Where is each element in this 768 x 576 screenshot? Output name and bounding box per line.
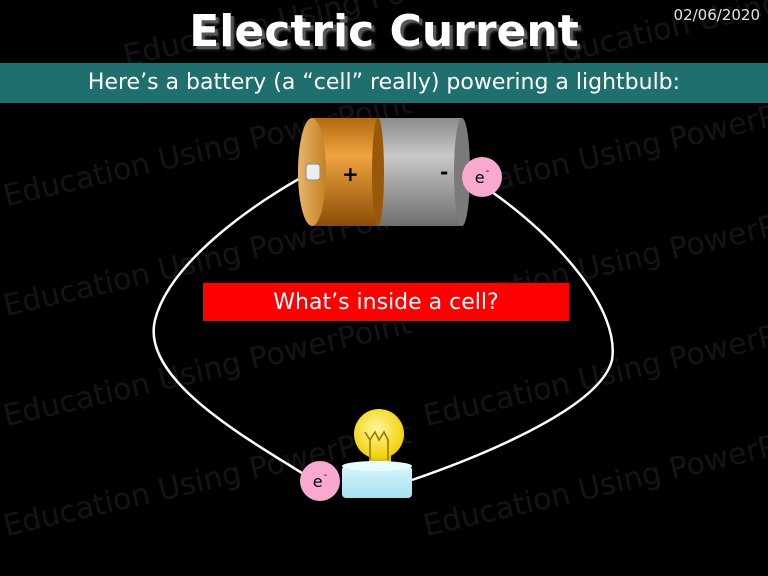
cell-minus-label: - xyxy=(440,160,449,184)
electron: e- xyxy=(300,461,340,501)
bulb-filament xyxy=(364,430,389,460)
electron-symbol: e xyxy=(312,471,323,491)
slide-title: Electric Current xyxy=(189,6,579,57)
slide-subtitle: Here’s a battery (a “cell” really) power… xyxy=(87,70,681,95)
cell-divider xyxy=(372,118,384,226)
electron-charge: - xyxy=(323,469,328,481)
subtitle-band: Here’s a battery (a “cell” really) power… xyxy=(0,63,768,103)
electron-symbol: e xyxy=(474,167,485,187)
bulb-glass xyxy=(354,409,404,459)
bulb-holder xyxy=(342,466,412,498)
cell-plus-label: + xyxy=(342,162,359,186)
battery-cell xyxy=(298,118,470,226)
cell-terminal xyxy=(305,163,321,181)
lightbulb xyxy=(342,409,412,498)
wire-right xyxy=(411,190,614,482)
electron-charge: - xyxy=(485,165,490,177)
wire-left xyxy=(152,173,307,477)
slide-date: 02/06/2020 xyxy=(673,6,760,24)
electron: e- xyxy=(462,157,502,197)
bulb-holder-top xyxy=(342,461,412,471)
whats-inside-cell-button[interactable]: What’s inside a cell? xyxy=(203,283,569,321)
